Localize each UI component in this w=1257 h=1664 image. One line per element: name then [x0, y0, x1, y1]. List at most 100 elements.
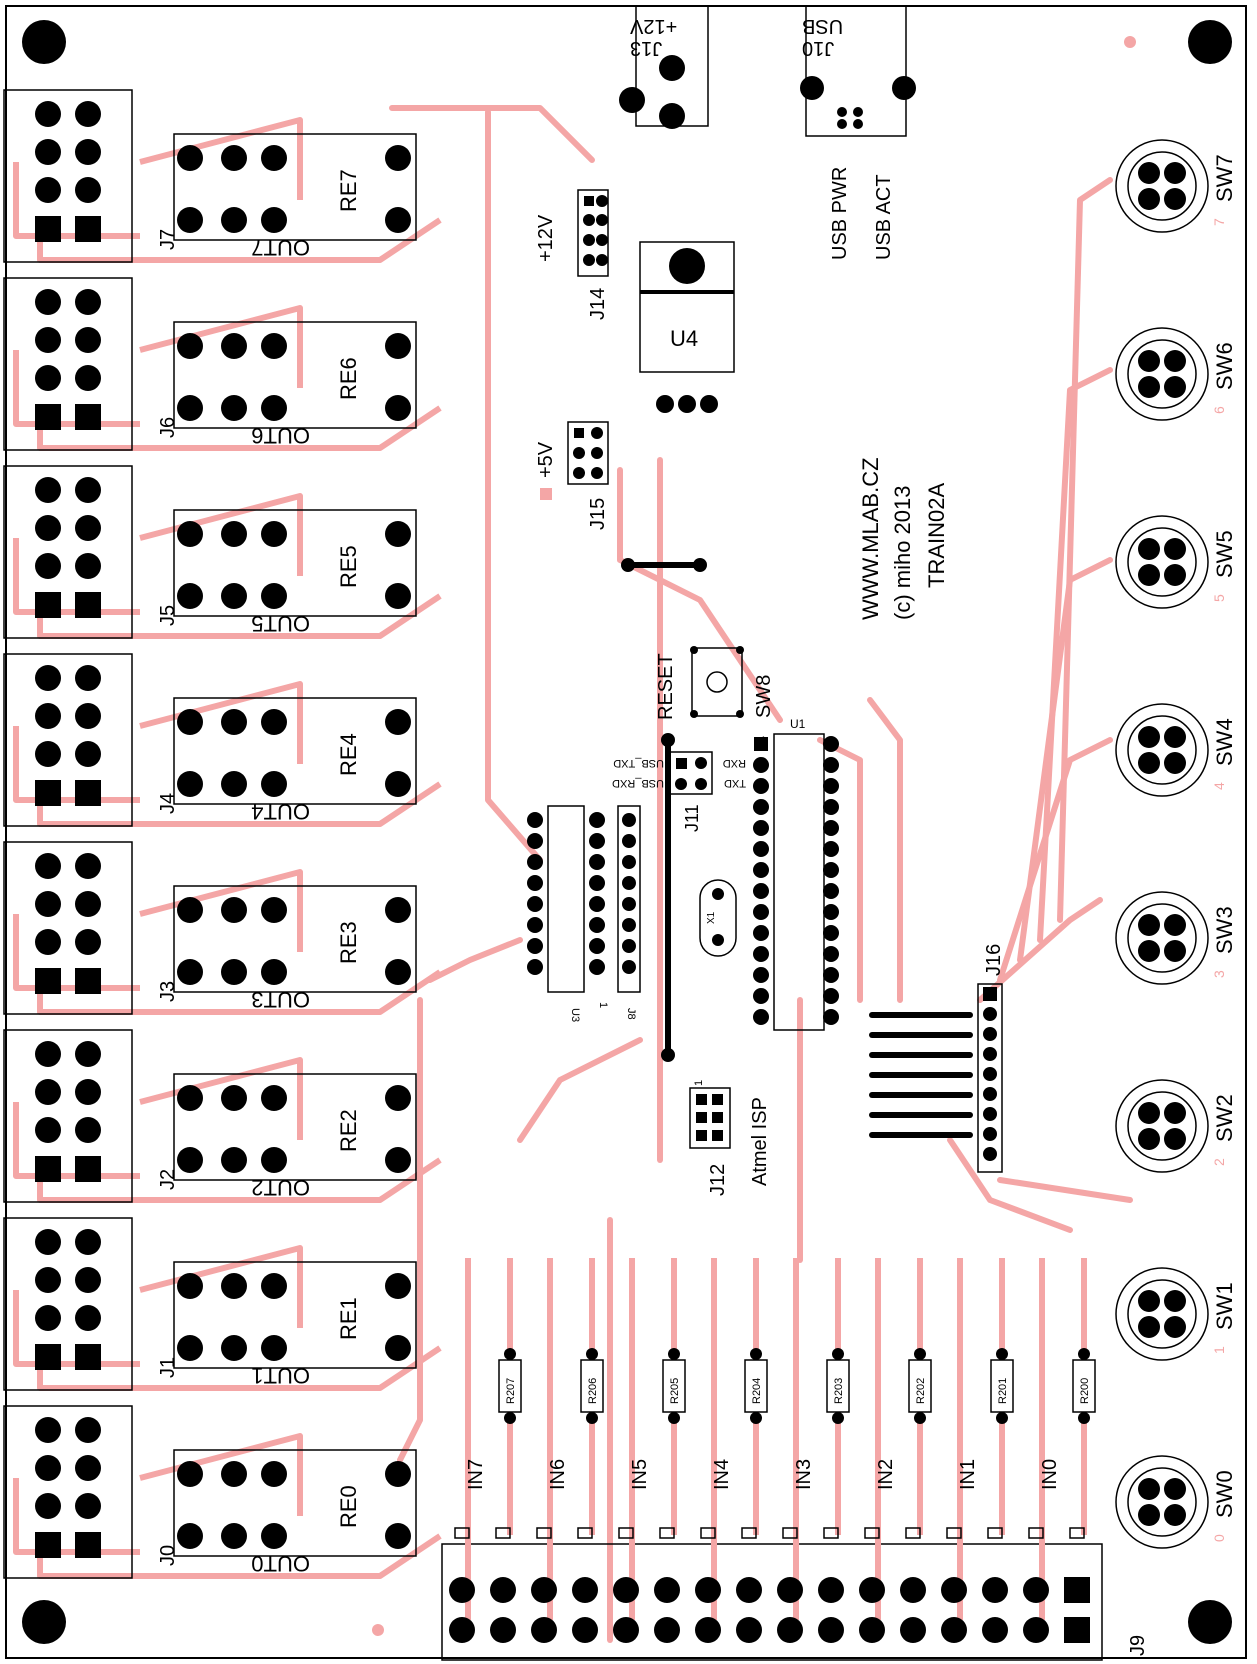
- switch-pad: [1164, 350, 1186, 372]
- relay-pad: [261, 1147, 287, 1173]
- relay-pad: [261, 583, 287, 609]
- u3-pad: [589, 812, 605, 828]
- relay-pad: [221, 1147, 247, 1173]
- j9-pin-marker: [987, 1527, 1003, 1539]
- jack-pad: [75, 1229, 101, 1255]
- j8-pad: [622, 813, 636, 827]
- jack-pad: [75, 477, 101, 503]
- relay-pad: [177, 395, 203, 421]
- relay-outline: [173, 1261, 417, 1369]
- switch-pad: [1164, 726, 1186, 748]
- output-label: OUT7: [251, 235, 310, 260]
- resistor-label: R202: [915, 1378, 927, 1404]
- j9-pad: [572, 1577, 598, 1603]
- txd-label: TXD: [724, 777, 746, 789]
- relay-pad: [221, 207, 247, 233]
- jack-pad: [35, 853, 61, 879]
- output-jack-outline: [3, 653, 133, 827]
- fiducial-top: [1124, 36, 1136, 48]
- j16-pad: [983, 1107, 997, 1121]
- j9-pad: [490, 1577, 516, 1603]
- resistor-pad: [914, 1412, 926, 1424]
- jack-pad: [35, 365, 61, 391]
- u1-pad: [823, 862, 839, 878]
- switch-pad: [1164, 1504, 1186, 1526]
- input-label: IN6: [547, 1459, 569, 1490]
- j9-pin-marker: [823, 1527, 839, 1539]
- u3-label: U3: [569, 1008, 581, 1022]
- jack-pad: [75, 741, 101, 767]
- switch-digit: 7: [1211, 218, 1227, 226]
- j16-pad: [983, 1047, 997, 1061]
- switch-pad: [1164, 940, 1186, 962]
- j9-pin-marker: [454, 1527, 470, 1539]
- mounting-hole-top-left: [22, 20, 66, 64]
- resistor-pad: [750, 1412, 762, 1424]
- u3-pad: [527, 875, 543, 891]
- x1-crystal: X1: [699, 879, 737, 957]
- resistor-pad: [1078, 1348, 1090, 1360]
- relay-pad: [385, 521, 411, 547]
- switch-outline: [1115, 327, 1209, 421]
- reset-area: RESET SW8: [655, 646, 775, 720]
- u1-pad: [753, 967, 769, 983]
- relay-pad: [221, 1523, 247, 1549]
- switch-pad: [1138, 1504, 1160, 1526]
- jack-pad-square: [35, 404, 61, 430]
- relay-pad: [177, 897, 203, 923]
- switch-pad: [1138, 1102, 1160, 1124]
- relay-pad: [221, 521, 247, 547]
- relay-pad: [385, 1523, 411, 1549]
- relay-pad: [261, 333, 287, 359]
- switch-digit: 2: [1211, 1158, 1227, 1166]
- j9-pad: [449, 1577, 475, 1603]
- j9-pin-marker: [946, 1527, 962, 1539]
- jack-pad: [35, 139, 61, 165]
- via: [621, 558, 635, 572]
- output-label: OUT1: [251, 1363, 310, 1388]
- j9-pin-marker: [1028, 1527, 1044, 1539]
- relay-label: RE2: [336, 1109, 361, 1152]
- jack-pad: [75, 1493, 101, 1519]
- j9-pin-marker: [577, 1527, 593, 1539]
- jack-pad: [35, 1041, 61, 1067]
- title-line-2: (c) miho 2013: [890, 485, 915, 620]
- j15-label: J15: [587, 498, 609, 530]
- jack-pad: [35, 1493, 61, 1519]
- switch-pad: [1138, 1290, 1160, 1312]
- relay-pad: [221, 959, 247, 985]
- switch-inner: [1127, 1467, 1197, 1537]
- jack-pad: [35, 703, 61, 729]
- u3-pad: [527, 959, 543, 975]
- switch-inner: [1127, 903, 1197, 973]
- j16-pad: [983, 1087, 997, 1101]
- j16-label: J16: [983, 944, 1005, 976]
- j13-value-label: +12V: [629, 15, 677, 37]
- j9-pin-marker: [741, 1527, 757, 1539]
- resistor-pad: [914, 1348, 926, 1360]
- resistor-label: R201: [997, 1378, 1009, 1404]
- u1-pad: [753, 883, 769, 899]
- jack-pad-square: [75, 1532, 101, 1558]
- input-label: IN3: [793, 1459, 815, 1490]
- relay-pad: [221, 395, 247, 421]
- relay-pad: [261, 959, 287, 985]
- switch-pad: [1164, 1316, 1186, 1338]
- switch-outline: [1115, 1455, 1209, 1549]
- u1-pad: [823, 820, 839, 836]
- input-label: IN7: [465, 1459, 487, 1490]
- jack-pad: [35, 553, 61, 579]
- jack-pad-square: [35, 968, 61, 994]
- jack-pad: [35, 1305, 61, 1331]
- j9-pad: [654, 1617, 680, 1643]
- j16-header: J16: [977, 944, 1005, 1173]
- jack-pad: [75, 1079, 101, 1105]
- mounting-hole-bottom-left: [22, 1600, 66, 1644]
